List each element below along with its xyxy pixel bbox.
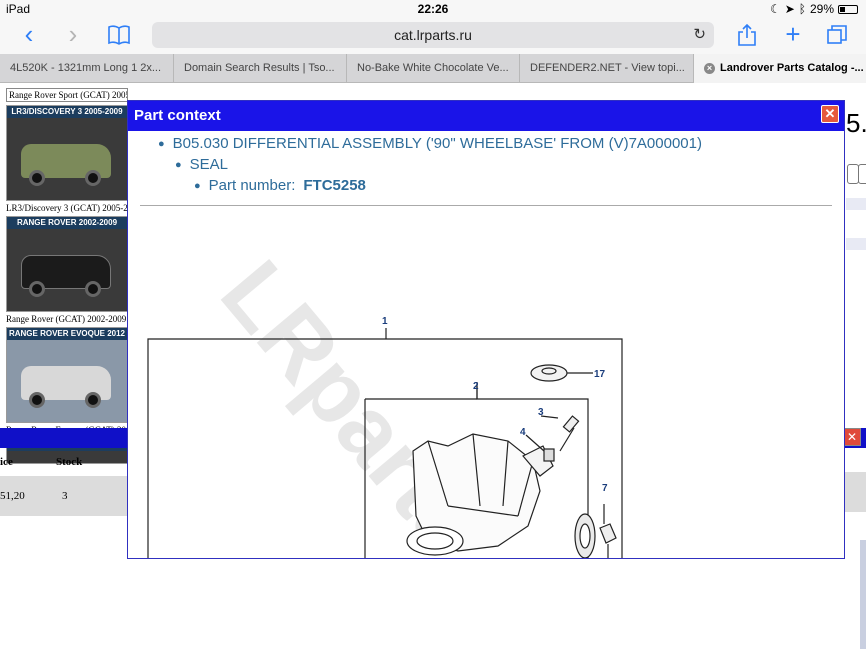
tab-strip: 4L520K - 1321mm Long 1 2x... Domain Sear…: [0, 54, 866, 83]
callout-17[interactable]: 17: [594, 369, 606, 380]
callout-2[interactable]: 2: [473, 381, 479, 392]
car-wheel: [85, 170, 101, 186]
table-row: 51,20 3: [0, 476, 127, 516]
device-name: iPad: [6, 2, 31, 16]
vehicle-sidebar: Range Rover Sport (GCAT) 2005-2009 LR3/D…: [6, 88, 128, 464]
vehicle-thumb-rangerover[interactable]: RANGE ROVER 2002-2009: [6, 216, 128, 312]
vehicle-thumb-discovery3[interactable]: LR3/DISCOVERY 3 2005-2009: [6, 105, 128, 201]
background-button[interactable]: [858, 164, 866, 184]
diagram-drawing: 1 2 3 4 5 6 7 8 9 17 16: [147, 316, 623, 558]
part-number-item: ● Part number: FTC5258: [158, 177, 844, 196]
cell-stock: 3: [62, 490, 68, 502]
battery-percent: 29%: [809, 2, 834, 16]
forward-button[interactable]: ›: [68, 19, 78, 49]
vehicle-caption-top[interactable]: Range Rover Sport (GCAT) 2005-2009: [6, 88, 128, 102]
callout-3[interactable]: 3: [538, 407, 544, 418]
active-tab-title: Landrover Parts Catalog -...: [720, 62, 864, 74]
bullet-icon: ●: [158, 138, 165, 150]
location-icon: ➤: [784, 2, 795, 16]
share-button[interactable]: [732, 20, 762, 50]
vehicle-label[interactable]: Range Rover (GCAT) 2002-2009: [6, 314, 127, 324]
url-text: cat.lrparts.ru: [394, 27, 472, 43]
callout-7[interactable]: 7: [602, 483, 608, 494]
modal-title: Part context: [134, 107, 221, 124]
modal-close-button[interactable]: ✕: [821, 105, 839, 123]
background-stock-table: ice Stock 51,20 3: [0, 428, 127, 516]
column-header-stock: Stock: [56, 456, 83, 468]
vehicle-thumb-evoque[interactable]: RANGE ROVER EVOQUE 2012: [6, 327, 128, 423]
share-icon: [738, 23, 756, 46]
part-number-label: Part number:: [208, 177, 296, 194]
vehicle-banner: RANGE ROVER EVOQUE 2012: [7, 328, 127, 340]
car-wheel: [29, 392, 45, 408]
part-context-modal: Part context ✕ ● B05.030 DIFFERENTIAL AS…: [127, 100, 845, 559]
bluetooth-icon: ᛒ: [798, 2, 806, 16]
modal-header: Part context ✕: [128, 101, 844, 131]
bullet-icon: ●: [194, 180, 201, 192]
car-wheel: [29, 170, 45, 186]
part-number-value[interactable]: FTC5258: [303, 177, 366, 194]
car-wheel: [29, 281, 45, 297]
car-wheel: [85, 392, 101, 408]
tab-1[interactable]: 4L520K - 1321mm Long 1 2x...: [0, 54, 174, 83]
column-header-price: ice: [0, 456, 13, 468]
callout-4[interactable]: 4: [520, 427, 526, 438]
bookmarks-button[interactable]: [104, 20, 134, 50]
status-right: ☾ ➤ ᛒ 29%: [770, 2, 858, 16]
vehicle-banner: RANGE ROVER 2002-2009: [7, 217, 127, 229]
table-titlebar: [0, 428, 127, 448]
component-item: ● SEAL: [158, 156, 844, 175]
bullet-icon: ●: [175, 159, 182, 171]
vehicle-label[interactable]: LR3/Discovery 3 (GCAT) 2005-2009: [6, 203, 128, 213]
clock: 22:26: [417, 2, 449, 16]
callout-1[interactable]: 1: [382, 316, 388, 327]
component-name: SEAL: [189, 156, 229, 173]
battery-icon: [838, 4, 858, 14]
tab-5-active[interactable]: × Landrover Parts Catalog -...: [694, 54, 866, 83]
exploded-parts-diagram: LRparts: [128, 206, 844, 558]
background-stripe: [846, 198, 866, 210]
tab-2[interactable]: Domain Search Results | Tso...: [174, 54, 347, 83]
moon-icon: ☾: [769, 2, 781, 16]
close-tab-icon[interactable]: ×: [704, 63, 715, 74]
address-bar[interactable]: cat.lrparts.ru ↻: [152, 22, 714, 48]
background-close-button[interactable]: ✕: [843, 428, 861, 446]
background-scroll-shadow: [860, 540, 866, 649]
background-stripe: [846, 238, 866, 250]
back-button[interactable]: ‹: [24, 19, 34, 49]
table-header: ice Stock: [0, 448, 127, 472]
browser-toolbar: ‹ › cat.lrparts.ru ↻ +: [0, 18, 866, 54]
reload-icon[interactable]: ↻: [693, 26, 706, 43]
tab-4[interactable]: DEFENDER2.NET - View topi...: [520, 54, 694, 83]
cell-price: 51,20: [0, 490, 25, 502]
assembly-link[interactable]: B05.030 DIFFERENTIAL ASSEMBLY ('90" WHEE…: [172, 135, 702, 152]
new-tab-button[interactable]: +: [785, 19, 801, 49]
part-context-list: ● B05.030 DIFFERENTIAL ASSEMBLY ('90" WH…: [128, 131, 844, 196]
tab-3[interactable]: No-Bake White Chocolate Ve...: [347, 54, 520, 83]
background-heading-fragment: 5.: [846, 108, 866, 138]
vehicle-banner: LR3/DISCOVERY 3 2005-2009: [7, 106, 127, 118]
car-wheel: [85, 281, 101, 297]
background-row-right: [845, 472, 866, 512]
tabs-icon: [827, 25, 847, 44]
assembly-item: ● B05.030 DIFFERENTIAL ASSEMBLY ('90" WH…: [158, 135, 844, 154]
book-icon: [108, 25, 130, 45]
tabs-overview-button[interactable]: [822, 20, 852, 50]
modal-divider: [140, 205, 832, 206]
status-bar: iPad 22:26 ☾ ➤ ᛒ 29%: [0, 0, 866, 18]
